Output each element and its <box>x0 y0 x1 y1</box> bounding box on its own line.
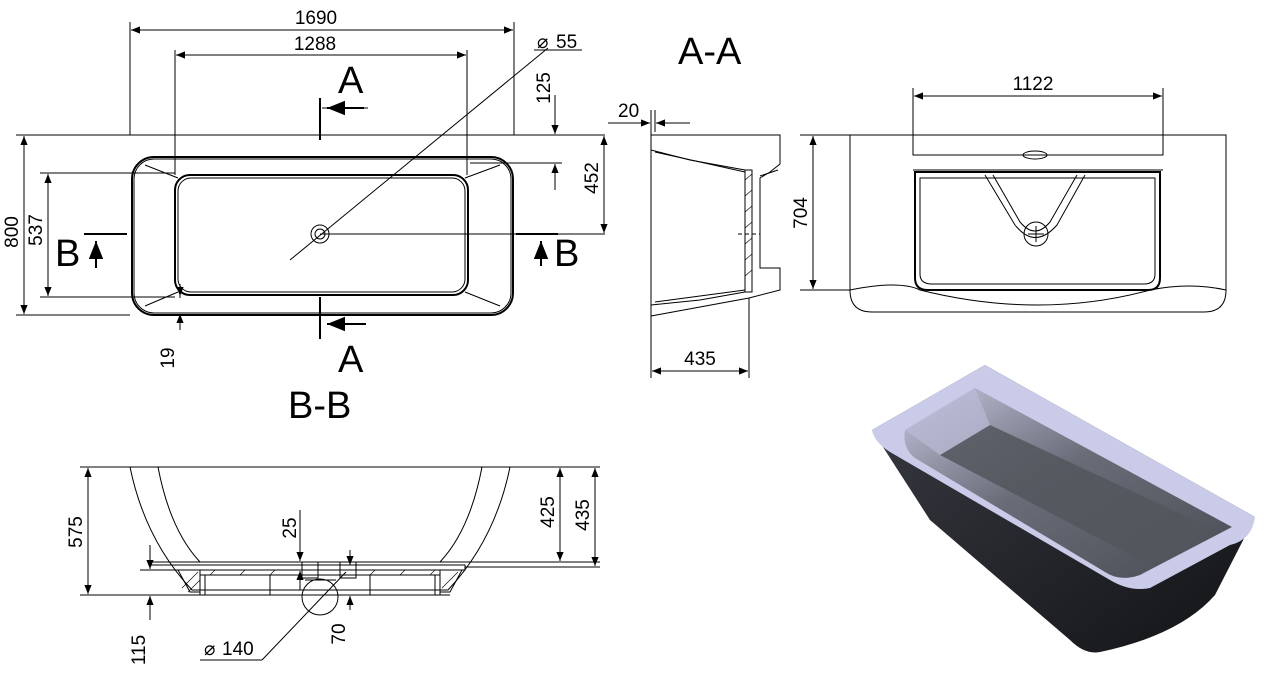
top-view-outer-rim <box>131 156 514 316</box>
top-view: 1690 1288 ⌀ 55 125 452 800 537 19 <box>2 8 608 381</box>
dim-rim-offset: 19 <box>158 347 179 368</box>
dim-bb-height: 575 <box>66 516 87 548</box>
dim-inner-width: 537 <box>26 214 47 246</box>
dim-inner-half-width: 452 <box>582 162 603 194</box>
section-aa-view: A-A 20 435 <box>608 31 781 378</box>
section-marker-b-right: B <box>554 233 579 275</box>
dim-bb-drain-diameter: 140 <box>222 639 254 660</box>
dim-bb-foot-height: 115 <box>129 635 150 665</box>
section-aa-title: A-A <box>678 31 742 73</box>
dim-rim-thickness: 20 <box>618 101 639 122</box>
dim-drain-offset: 125 <box>534 72 555 104</box>
dim-bb-drain-depth: 70 <box>329 623 350 644</box>
section-marker-b-left: B <box>55 233 80 275</box>
section-bb-view: B-B <box>66 385 600 665</box>
dim-overall-width: 800 <box>2 216 23 248</box>
dim-bb-depth: 435 <box>573 499 594 531</box>
dim-drain-diameter: 55 <box>556 32 577 53</box>
dim-bb-inner-depth: 425 <box>538 496 559 528</box>
section-bb-title: B-B <box>288 385 351 427</box>
top-view-inner-basin <box>174 174 469 296</box>
bathtub-3d-render <box>872 365 1255 653</box>
section-marker-a-bottom: A <box>338 339 364 381</box>
dim-overall-length: 1690 <box>295 8 337 29</box>
end-view: 1122 704 <box>791 74 1227 313</box>
dim-inner-length: 1288 <box>294 34 336 55</box>
dim-section-depth: 435 <box>684 349 716 370</box>
dim-end-inner-width: 1122 <box>1013 74 1054 95</box>
dim-bb-drain-diameter-symbol: ⌀ <box>204 639 215 660</box>
dim-end-height: 704 <box>791 197 812 229</box>
dim-bb-base-thickness: 25 <box>280 517 301 538</box>
section-marker-a-top: A <box>338 60 364 102</box>
dim-drain-diameter-symbol: ⌀ <box>537 32 548 53</box>
